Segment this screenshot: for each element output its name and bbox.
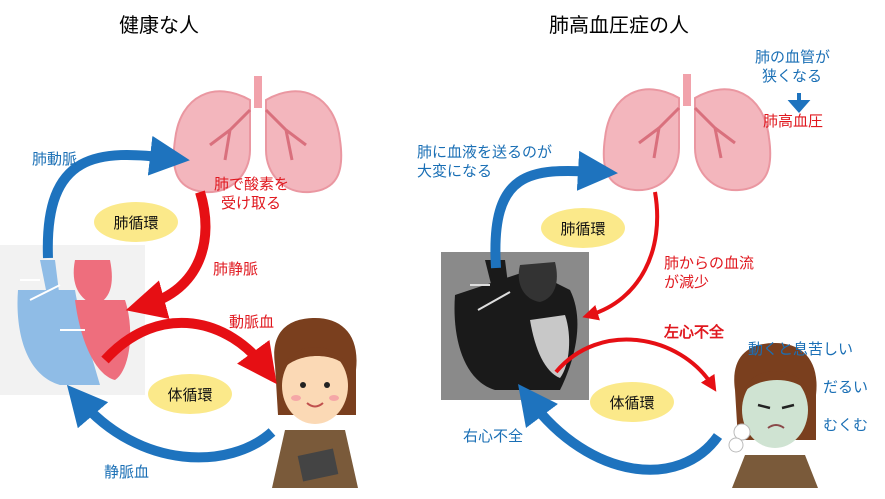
lung-oxygen-note-line2: 受け取る xyxy=(221,194,282,212)
burden-note-line1: 肺に血液を送るのが xyxy=(417,143,553,161)
right-arterial-arrow xyxy=(554,337,717,392)
ph-lungs-illustration xyxy=(602,74,772,192)
symptom-fatigue: だるい xyxy=(823,378,869,396)
arterial-blood-label: 動脈血 xyxy=(229,313,275,331)
ph-title: 肺高血圧症の人 xyxy=(549,13,689,37)
pulmonary-hypertension-label: 肺高血圧 xyxy=(763,112,824,130)
left-venous-arrow xyxy=(66,384,276,463)
left-arterial-arrow xyxy=(101,317,277,385)
down-arrow-icon xyxy=(787,93,811,114)
right-systemic-circulation-bubble: 体循環 xyxy=(590,382,674,422)
left-pulmonary-vein-arrow xyxy=(125,190,211,320)
venous-blood-label: 静脈血 xyxy=(104,463,150,481)
right-reduced-flow-arrow xyxy=(582,191,660,321)
right-venous-arrow xyxy=(517,384,723,475)
burden-note-line2: 大変になる xyxy=(417,162,493,180)
right-pulmonary-circulation-bubble: 肺循環 xyxy=(541,208,625,248)
right-heart-failure-label: 右心不全 xyxy=(463,427,524,445)
left-pulmonary-circulation-bubble: 肺循環 xyxy=(94,202,178,242)
flow-note-line1: 肺からの血流 xyxy=(664,254,755,272)
pulmonary-artery-label: 肺動脈 xyxy=(32,150,78,168)
left-pulmonary-artery-arrow xyxy=(42,135,190,259)
vessel-note-line2: 狭くなる xyxy=(762,67,823,85)
symptom-swelling: むくむ xyxy=(823,416,869,434)
pulmonary-vein-label: 肺静脈 xyxy=(213,260,259,278)
healthy-woman-illustration xyxy=(272,318,358,488)
healthy-heart-illustration xyxy=(0,245,145,395)
right-pulmonary-artery-arrow xyxy=(490,150,618,269)
left-systemic-circulation-bubble: 体循環 xyxy=(148,374,232,414)
lung-oxygen-note-line1: 肺で酸素を xyxy=(214,175,290,193)
vessel-note-line1: 肺の血管が xyxy=(755,48,831,66)
sick-woman-illustration xyxy=(728,343,818,488)
healthy-lungs-illustration xyxy=(172,76,343,194)
left-heart-failure-label: 左心不全 xyxy=(664,323,725,341)
symptom-breathless: 動くと息苦しい xyxy=(748,340,854,358)
healthy-title: 健康な人 xyxy=(119,13,199,37)
flow-note-line2: が減少 xyxy=(664,273,710,291)
ph-heart-illustration xyxy=(441,252,589,400)
